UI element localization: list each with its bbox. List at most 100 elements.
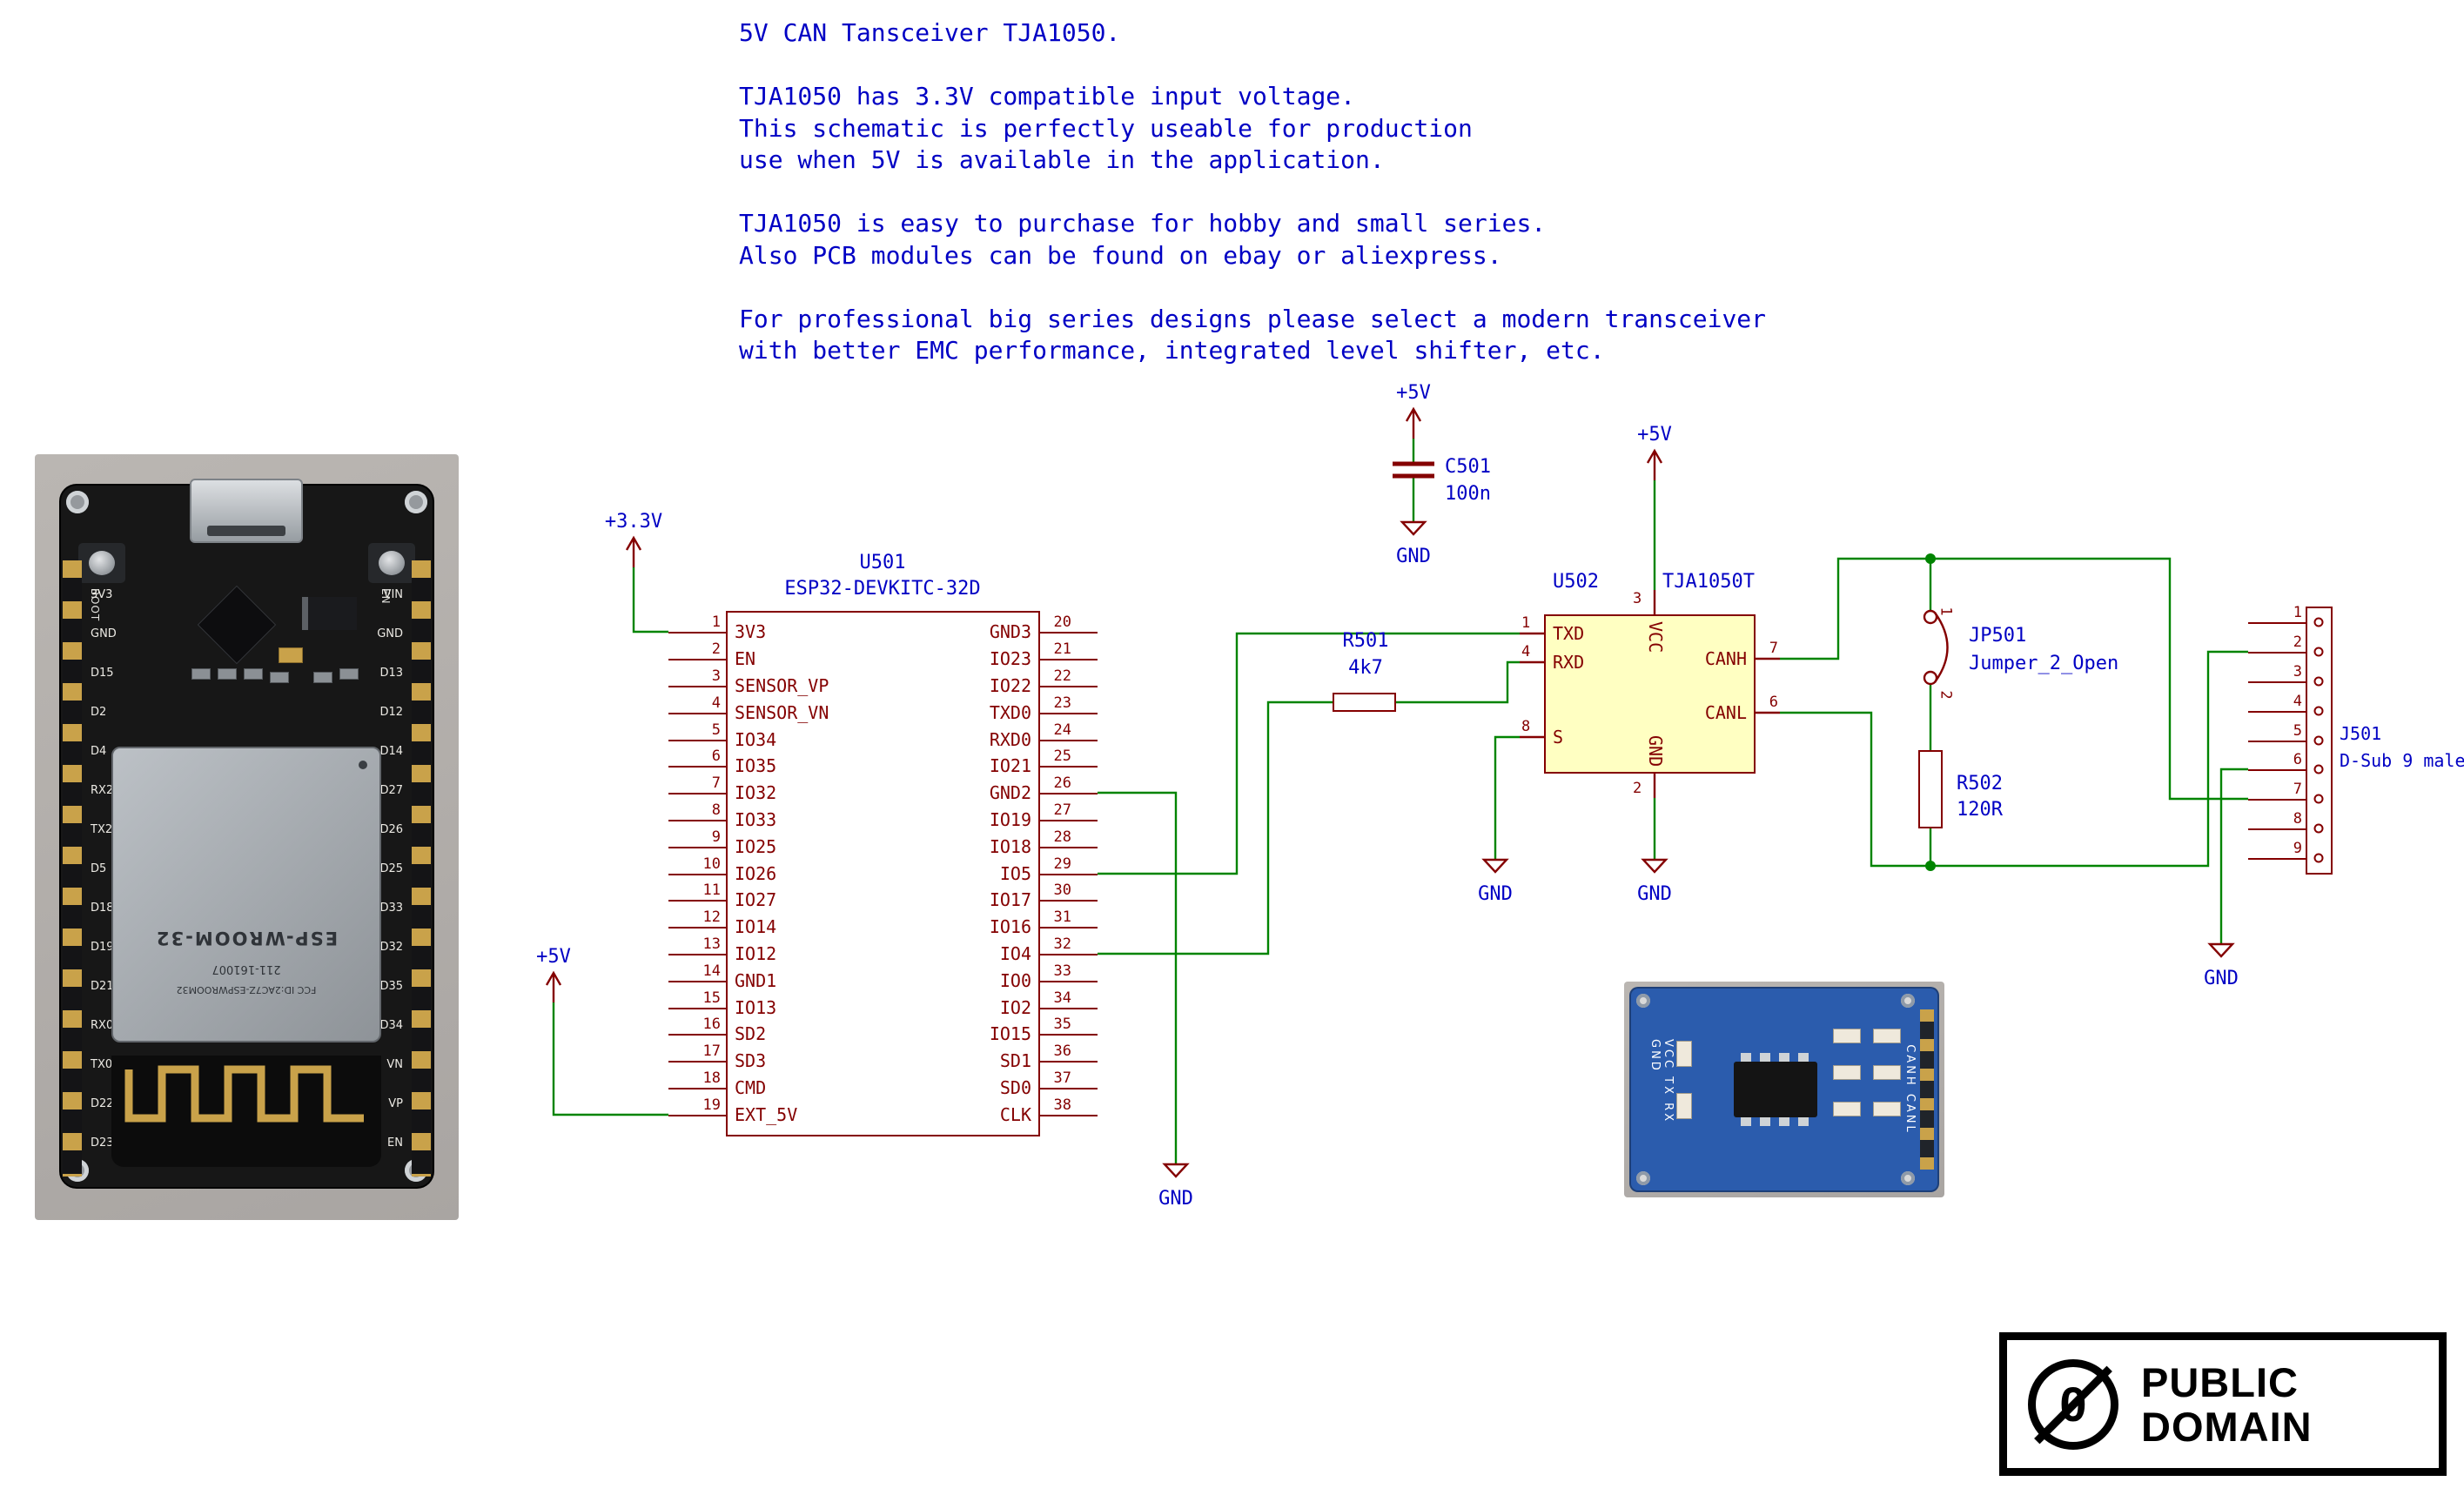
u501-right-pin: 31 IO16: [897, 910, 1098, 941]
j501-pin: 3: [2248, 662, 2335, 696]
junction-canl-r502: [1925, 861, 1936, 871]
gnd-label-j501: GND: [2204, 968, 2239, 989]
note-line: [739, 272, 1766, 304]
u501-right-pin: 35 IO15: [897, 1017, 1098, 1048]
module-hole: [1901, 1171, 1915, 1185]
pin-stub: [1040, 900, 1098, 902]
pin-stub: [2248, 651, 2306, 654]
power-arrow-5v-ext: [545, 970, 562, 1002]
u501-right-pin: 36 SD1: [897, 1044, 1098, 1075]
silk-pin-label: D15: [91, 667, 114, 680]
pin-name: GND1: [735, 969, 777, 991]
gnd-label-u501: GND: [1158, 1188, 1193, 1210]
silk-pin-label: D19: [91, 941, 114, 954]
pin-number: 17: [702, 1042, 721, 1061]
pin-number: 10: [702, 855, 721, 873]
silk-pin-label: D12: [379, 706, 403, 719]
note-line: This schematic is perfectly useable for …: [739, 113, 1473, 143]
pin-number: 3: [2293, 662, 2302, 680]
u501-left-pin: 14 GND1: [668, 963, 869, 994]
silk-pin-label: TX2: [91, 823, 113, 836]
pin-stub: [668, 900, 726, 902]
u501-value: ESP32-DEVKITC-32D: [784, 578, 981, 600]
pin-stub: [1040, 793, 1098, 795]
silk-pin-label: D23: [91, 1136, 114, 1150]
note-line: TJA1050 has 3.3V compatible input voltag…: [739, 82, 1356, 111]
pin-stub: [1040, 980, 1098, 982]
junction-dots: [1925, 553, 1936, 871]
pin-number: 25: [1053, 748, 1071, 766]
silk-pin-label: D34: [379, 1019, 403, 1032]
pin-stub: [1040, 766, 1098, 768]
silk-pin-label: VN: [386, 1058, 403, 1071]
j501-pin: 4: [2248, 692, 2335, 726]
pin-stub: [2248, 680, 2306, 683]
u501-right-pin: 24 RXD0: [897, 721, 1098, 753]
u501-right-pin: 23 TXD0: [897, 694, 1098, 726]
pcb-antenna: [111, 1056, 381, 1167]
module-smd: [1833, 1065, 1861, 1080]
pin-number: 6: [2293, 751, 2302, 769]
j501-symbol: 1 2 3 4 5 6 7 8: [2248, 605, 2464, 875]
silk-pin-label: EN: [387, 1136, 403, 1150]
u501-right-pin: 33 IO0: [897, 963, 1098, 994]
pin-stub: [2248, 799, 2306, 801]
pin-number: 32: [1053, 935, 1071, 953]
u501-left-pin: 17 SD3: [668, 1044, 869, 1075]
pin-stub: [668, 659, 726, 661]
u501-right-pin: 25 IO21: [897, 749, 1098, 780]
pin-stub: [668, 873, 726, 875]
tja1050-chip: [1734, 1053, 1817, 1126]
pin-name: IO19: [989, 808, 1031, 830]
pin-name: IO18: [989, 835, 1031, 857]
module-smd: [1873, 1102, 1901, 1116]
pin-stub: [668, 766, 726, 768]
j501-pin: 8: [2248, 812, 2335, 843]
domain-label: DOMAIN: [2141, 1403, 2313, 1450]
power-label-5v-c501: +5V: [1396, 382, 1431, 404]
pin-stub: [668, 927, 726, 929]
pin-stub: [668, 712, 726, 714]
gnd-symbol-c501: [1400, 520, 1427, 536]
pin-number: 24: [1053, 721, 1071, 739]
pin-name: SD1: [999, 1050, 1031, 1072]
c501-capacitor-symbol: [1393, 461, 1434, 479]
jp501-pin2-number: 2: [1937, 690, 1955, 700]
module-pin-header: [1920, 1009, 1934, 1170]
silk-pin-label: D4: [91, 745, 107, 758]
u502-txd-number: 1: [1521, 614, 1531, 632]
pin-header-right: [412, 560, 431, 1177]
pin-number: 16: [702, 1016, 721, 1034]
wire-gnd2-to-gnd: [1098, 791, 1178, 1164]
silk-pin-label: D26: [379, 823, 403, 836]
pin-name: IO34: [735, 728, 777, 750]
resistor-smd: [270, 672, 289, 683]
pin-stub: [2248, 858, 2306, 861]
silk-pin-label: D25: [379, 862, 403, 875]
pin-number: 23: [1053, 694, 1071, 712]
module-canh-canl-label: CANH CANL: [1903, 1044, 1917, 1135]
pin-number: 4: [2293, 692, 2302, 710]
u501-right-pin: 34 IO2: [897, 990, 1098, 1021]
u501-right-pin: 22 IO22: [897, 669, 1098, 700]
power-label-3v3: +3.3V: [604, 511, 663, 533]
u502-txd-name: TXD: [1553, 623, 1585, 644]
u502-vcc-number: 3: [1633, 590, 1642, 607]
pin-name: GND3: [989, 621, 1031, 643]
module-smd: [1833, 1029, 1861, 1043]
pin-name: IO33: [735, 808, 777, 830]
r502-symbol: R502 120R: [1918, 750, 2003, 828]
r501-ref: R501: [1342, 630, 1389, 652]
silk-pin-label: GND: [377, 627, 403, 640]
jp501-jumper-symbol: [1923, 609, 1949, 686]
pin-number: 7: [711, 774, 721, 793]
resistor-smd: [244, 668, 263, 680]
u501-left-pin: 11 IO27: [668, 883, 869, 914]
pin-stub: [1040, 927, 1098, 929]
pin-name: CLK: [999, 1103, 1031, 1125]
pin-stub: [1040, 846, 1098, 848]
u501-left-pin: 19 EXT_5V: [668, 1097, 869, 1128]
pin-number: 27: [1053, 801, 1071, 819]
